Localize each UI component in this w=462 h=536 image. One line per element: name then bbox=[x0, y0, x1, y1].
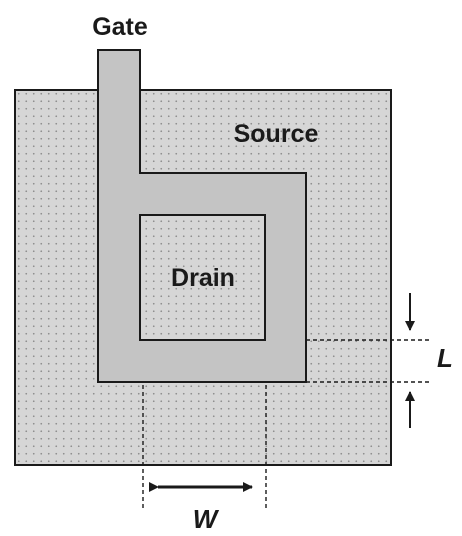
drain-region bbox=[139, 214, 266, 341]
width-label: W bbox=[193, 504, 220, 534]
gate-label: Gate bbox=[92, 13, 148, 41]
gate-poly bbox=[97, 49, 307, 383]
source-label: Source bbox=[234, 120, 319, 148]
drain-label: Drain bbox=[171, 264, 235, 292]
length-label: L bbox=[437, 343, 453, 373]
